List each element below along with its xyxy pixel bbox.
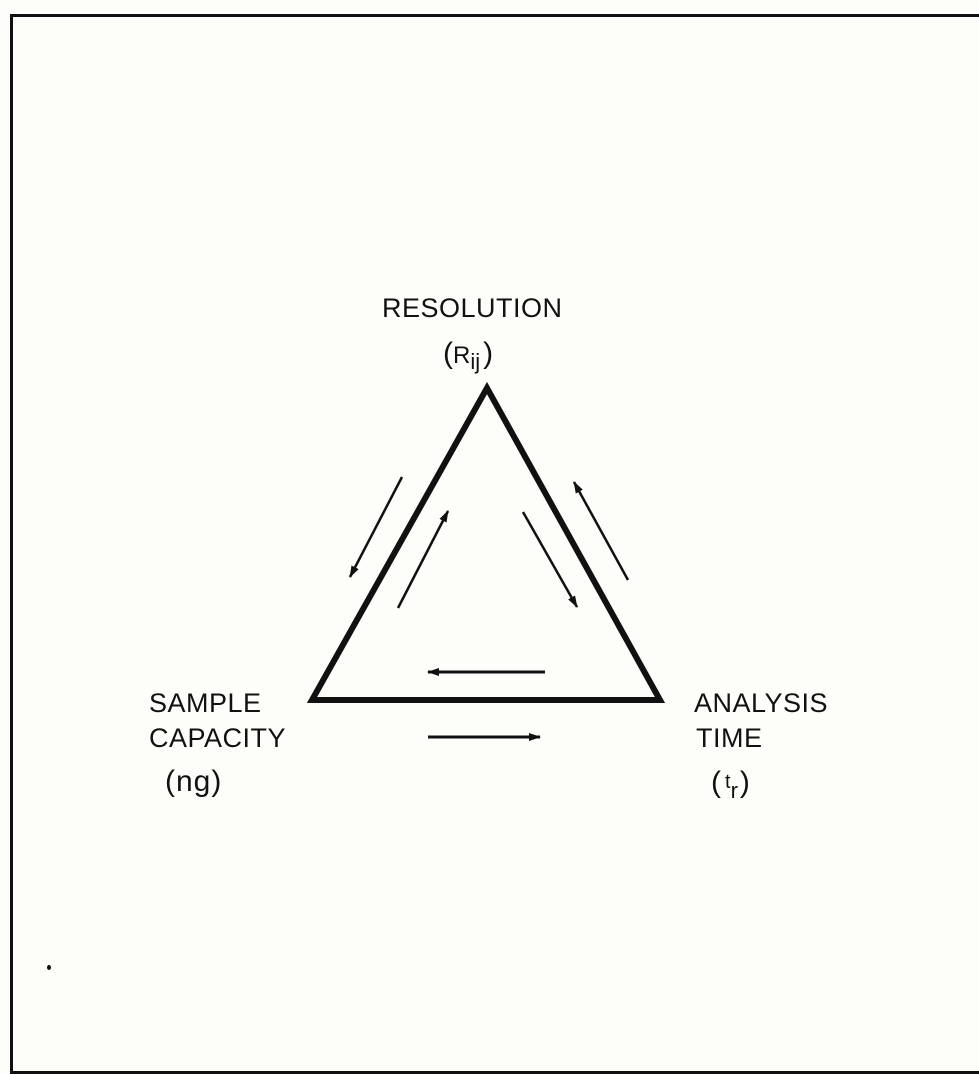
arrow-left-outer-down <box>348 476 404 578</box>
stray-dot-mark <box>47 965 51 970</box>
analysis-time-symbol-subscript: r <box>730 778 738 803</box>
resolution-label: RESOLUTION <box>382 293 563 323</box>
tradeoff-triangle-diagram <box>306 381 666 741</box>
arrow-right-outer-up <box>572 481 630 581</box>
resolution-symbol: (Rij) <box>443 337 493 379</box>
arrow-left-inner-up <box>396 510 450 609</box>
sample-capacity-label-line1: SAMPLE <box>149 688 262 718</box>
analysis-time-label-line2: TIME <box>696 723 763 753</box>
resolution-symbol-open: ( <box>443 337 453 370</box>
resolution-symbol-close: ) <box>483 337 494 370</box>
analysis-time-symbol-open: ( <box>711 766 721 799</box>
resolution-symbol-subscript: ij <box>470 349 481 374</box>
sample-capacity-symbol: (ng) <box>165 765 223 798</box>
arrow-right-inner-down <box>521 511 579 608</box>
triangle <box>306 381 666 703</box>
sample-capacity-label-line2: CAPACITY <box>149 723 287 753</box>
resolution-symbol-main: R <box>453 342 471 369</box>
analysis-time-label-line1: ANALYSIS <box>694 688 829 718</box>
analysis-time-symbol: (tr) <box>711 765 750 808</box>
analysis-time-symbol-main: t <box>725 771 731 793</box>
analysis-time-symbol-close: ) <box>739 766 750 799</box>
